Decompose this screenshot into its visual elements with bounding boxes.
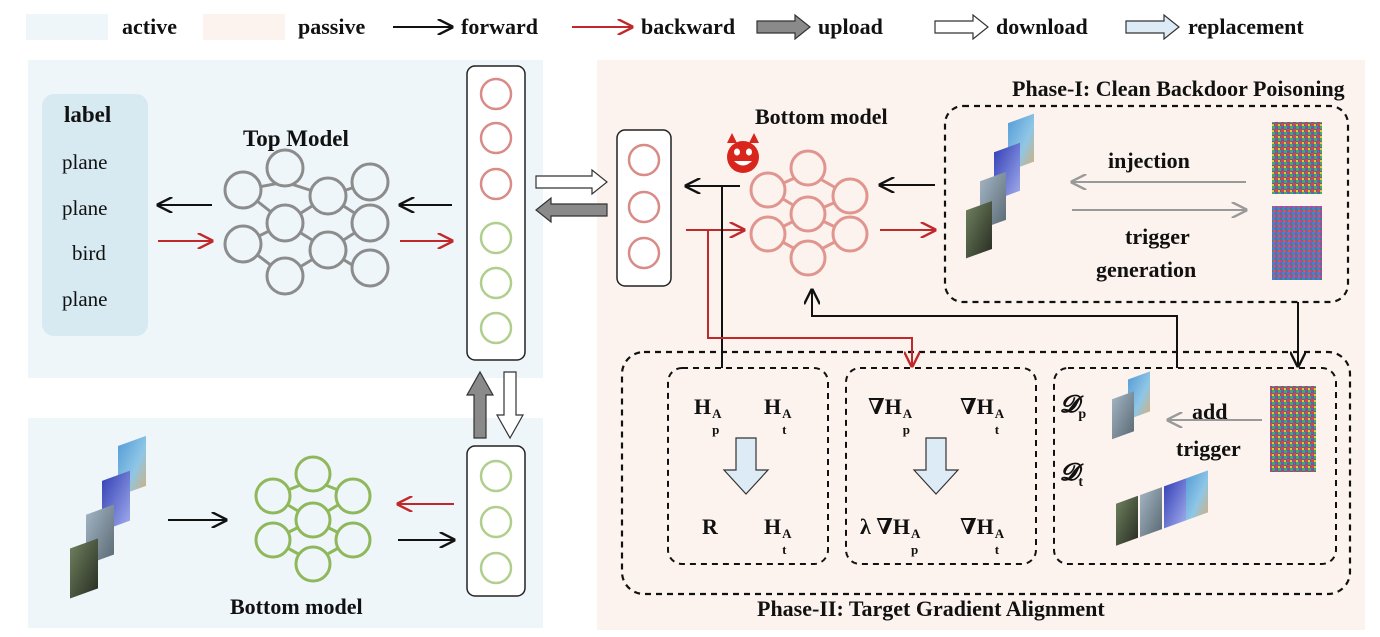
legend-graphics bbox=[26, 13, 1180, 41]
math-grad-H: ∇H bbox=[960, 394, 994, 419]
label-box bbox=[42, 94, 148, 336]
active-bottom-model-title: Bottom model bbox=[230, 594, 363, 619]
malicious-devil-icon bbox=[727, 133, 759, 173]
math-sub: p bbox=[910, 542, 919, 557]
legend-forward-label: forward bbox=[461, 14, 538, 39]
math-sub: t bbox=[782, 542, 787, 557]
concatenated-embedding bbox=[466, 65, 526, 361]
label-item: plane bbox=[62, 150, 108, 174]
dp-subscript: p bbox=[1078, 406, 1087, 422]
math-sub: p bbox=[902, 422, 910, 437]
embedding-to-box1-line bbox=[688, 185, 723, 368]
dt-image-stack bbox=[1116, 470, 1208, 546]
label-header: label bbox=[64, 102, 112, 127]
math-sub: t bbox=[994, 542, 1000, 557]
label-item: bird bbox=[72, 241, 106, 265]
trigger-patch-generated bbox=[1272, 206, 1322, 280]
legend-upload-label: upload bbox=[818, 14, 883, 39]
trigger-label: trigger bbox=[1125, 224, 1190, 249]
phase1-box bbox=[943, 104, 1350, 304]
legend-download-label: download bbox=[996, 14, 1088, 39]
math-sup: A bbox=[994, 406, 1005, 421]
legend-replacement-arrow bbox=[1125, 13, 1180, 41]
legend-passive-swatch bbox=[203, 14, 285, 40]
math-sub: t bbox=[994, 422, 1000, 437]
add-trigger-label: trigger bbox=[1176, 436, 1241, 461]
replacement-arrow-2 bbox=[912, 437, 960, 495]
legend-download-arrow bbox=[934, 13, 989, 41]
active-download-arrow bbox=[495, 371, 525, 440]
top-model-network bbox=[223, 148, 390, 296]
trigger-patch-injected bbox=[1272, 122, 1322, 194]
math-grad-H: ∇H bbox=[960, 514, 994, 539]
active-image-stack bbox=[70, 435, 146, 599]
math-H: H bbox=[694, 394, 712, 419]
passive-bottom-model-network bbox=[749, 149, 869, 277]
math-sup: A bbox=[782, 526, 792, 541]
math-sup: A bbox=[910, 526, 921, 541]
legend-replacement-label: replacement bbox=[1188, 14, 1304, 39]
dt-letter: 𝓓 bbox=[1060, 460, 1079, 486]
generation-label: generation bbox=[1096, 257, 1197, 282]
dt-subscript: t bbox=[1078, 474, 1084, 490]
passive-download-arrow bbox=[535, 196, 608, 224]
legend-upload-arrow bbox=[756, 13, 811, 41]
math-lambda-grad-H: λ ∇H bbox=[860, 514, 910, 539]
replacement-arrow-1 bbox=[722, 437, 770, 495]
phase2-box1 bbox=[667, 367, 829, 565]
math-sup: A bbox=[782, 406, 792, 421]
label-item: plane bbox=[62, 196, 108, 220]
dt-symbol: 𝓓t bbox=[1060, 460, 1083, 491]
passive-bottom-model-title: Bottom model bbox=[755, 104, 888, 129]
top-model-title: Top Model bbox=[243, 126, 349, 151]
passive-upload-arrow bbox=[535, 168, 608, 196]
trigger-patch-phase2 bbox=[1270, 386, 1316, 472]
phase2-box bbox=[620, 350, 1352, 596]
phase2-box2 bbox=[845, 367, 1037, 565]
phase1-image-stack bbox=[966, 113, 1034, 259]
add-label: add bbox=[1192, 399, 1228, 424]
legend-passive-label: passive bbox=[298, 14, 366, 39]
active-embedding bbox=[466, 445, 526, 597]
math-sub: t bbox=[782, 422, 787, 437]
math-sub: p bbox=[712, 422, 720, 437]
math-H: H bbox=[764, 394, 782, 419]
legend-backward-label: backward bbox=[641, 14, 736, 39]
phase2-box3 bbox=[1053, 367, 1337, 565]
gradient-to-box2-line bbox=[707, 230, 912, 366]
passive-panel bbox=[597, 60, 1365, 630]
label-item: plane bbox=[62, 287, 108, 311]
injection-label: injection bbox=[1108, 148, 1190, 173]
math-sup: A bbox=[994, 526, 1005, 541]
legend-active-label: active bbox=[122, 14, 177, 39]
math-H: H bbox=[764, 514, 782, 539]
phase2-title: Phase-II: Target Gradient Alignment bbox=[757, 596, 1105, 621]
legend-active-swatch bbox=[26, 14, 108, 40]
math-sup: A bbox=[712, 406, 722, 421]
active-bottom-model-network bbox=[254, 455, 372, 583]
passive-embedding bbox=[616, 129, 672, 287]
active-upload-arrow bbox=[465, 370, 495, 439]
phase1-title: Phase-I: Clean Backdoor Poisoning bbox=[1012, 76, 1345, 101]
dp-letter: 𝓓 bbox=[1060, 392, 1079, 418]
dp-symbol: 𝓓p bbox=[1060, 392, 1086, 423]
dp-image-stack bbox=[1112, 371, 1150, 440]
math-sup: A bbox=[902, 406, 913, 421]
math-grad-H: ∇H bbox=[868, 394, 902, 419]
poisoned-to-model-line bbox=[812, 290, 1178, 368]
box1-r: R bbox=[702, 514, 718, 539]
